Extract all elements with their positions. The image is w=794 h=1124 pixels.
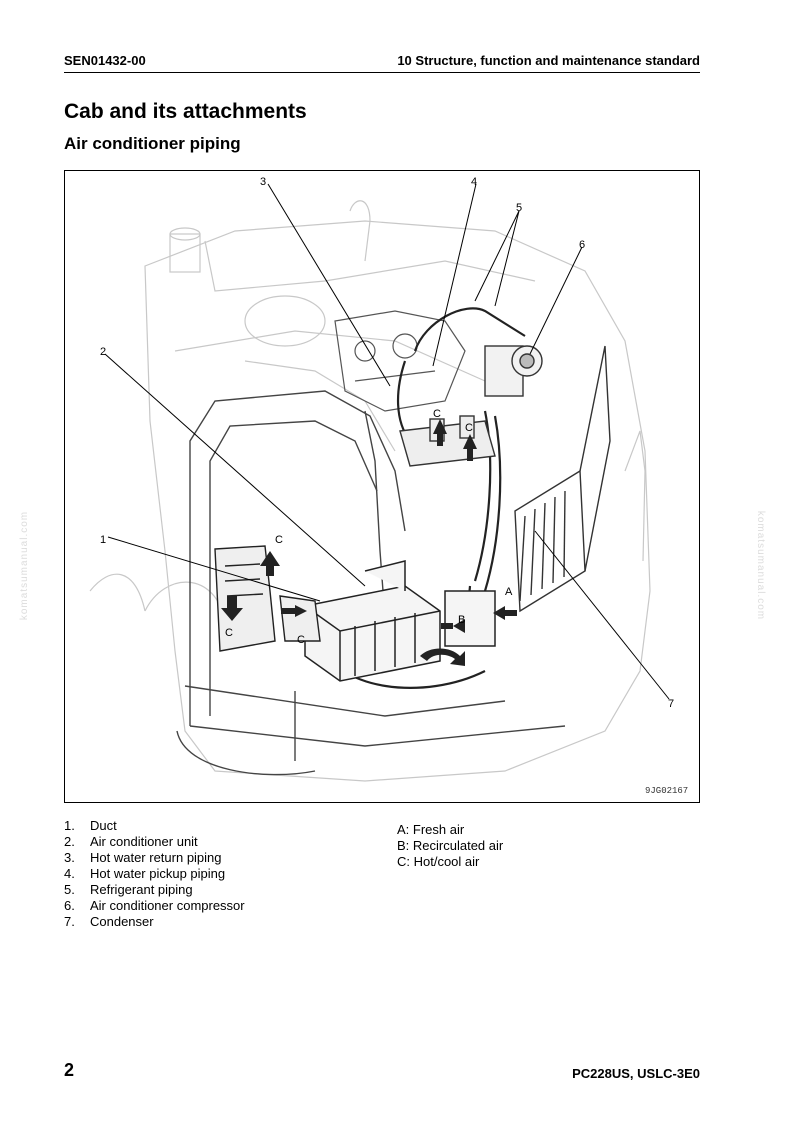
- callout-numbers: 1 2 3 4 5 6 7: [100, 176, 674, 710]
- parts-legend: 1.Duct 2.Air conditioner unit 3.Hot wate…: [64, 818, 245, 930]
- legend-item: 6.Air conditioner compressor: [64, 898, 245, 913]
- arrow-a: [493, 606, 517, 620]
- legend-item: 2.Air conditioner unit: [64, 834, 198, 849]
- flow-label-c: C: [275, 534, 283, 546]
- callout-1: 1: [100, 534, 106, 546]
- air-legend-item: C: Hot/cool air: [397, 854, 480, 869]
- callout-5: 5: [516, 202, 522, 214]
- machine-outline: [89, 200, 651, 782]
- header-doc-code: SEN01432-00: [64, 53, 146, 68]
- flow-label-c: C: [225, 627, 233, 639]
- page-number: 2: [64, 1060, 75, 1080]
- duct-shape: [214, 545, 321, 652]
- page-title: Cab and its attachments: [64, 100, 307, 123]
- arrow-c-up-left: [260, 551, 280, 576]
- figure-code: 9JG02167: [645, 786, 688, 796]
- legend-item: 3.Hot water return piping: [64, 850, 222, 865]
- air-conditioner-diagram: C C C C C A B 1 2 3 4 5 6 7: [89, 176, 688, 796]
- callout-6: 6: [579, 239, 585, 251]
- arrow-c-right: [281, 605, 307, 617]
- legend-item: 7.Condenser: [64, 914, 154, 929]
- ac-unit-shape: [304, 560, 496, 682]
- legend-item: 5.Refrigerant piping: [64, 882, 193, 897]
- arrow-recirc: [420, 648, 465, 666]
- air-legend-item: B: Recirculated air: [397, 838, 504, 853]
- watermark-left: komatsumanual.com: [19, 510, 31, 621]
- legend-item: 4.Hot water pickup piping: [64, 866, 226, 881]
- callout-7: 7: [668, 698, 674, 710]
- air-legend-item: A: Fresh air: [397, 822, 465, 837]
- flow-label-b: B: [458, 614, 465, 626]
- header-section: 10 Structure, function and maintenance s…: [397, 53, 700, 68]
- flow-label-c: C: [465, 422, 473, 434]
- compressor-shape: [484, 345, 543, 397]
- page-subtitle: Air conditioner piping: [64, 134, 241, 153]
- callout-2: 2: [100, 346, 106, 358]
- flow-label-c: C: [433, 408, 441, 420]
- cab-frame: [176, 390, 566, 776]
- figure-frame: C C C C C A B 1 2 3 4 5 6 7: [64, 170, 700, 803]
- model-name: PC228US, USLC-3E0: [572, 1066, 700, 1081]
- arrow-c-up-mid: [433, 419, 447, 446]
- flow-letters: C C C C C A B: [225, 408, 513, 646]
- flow-label-a: A: [505, 586, 513, 598]
- arrow-c-up-right: [463, 434, 477, 461]
- engine-shape: [334, 310, 466, 412]
- watermark-right: komatsumanual.com: [755, 510, 767, 621]
- leader-lines: [104, 183, 670, 700]
- callout-4: 4: [471, 176, 477, 188]
- callout-3: 3: [260, 176, 266, 188]
- flow-label-c: C: [297, 634, 305, 646]
- condenser-shape: [514, 345, 611, 613]
- arrow-b: [441, 619, 465, 633]
- air-legend: A: Fresh air B: Recirculated air C: Hot/…: [397, 822, 503, 870]
- arrow-c-down-left: [221, 596, 243, 621]
- legend-item: 1.Duct: [64, 818, 117, 833]
- heater-box: [399, 415, 496, 467]
- flow-arrows: [221, 419, 517, 666]
- header-rule: [64, 72, 700, 73]
